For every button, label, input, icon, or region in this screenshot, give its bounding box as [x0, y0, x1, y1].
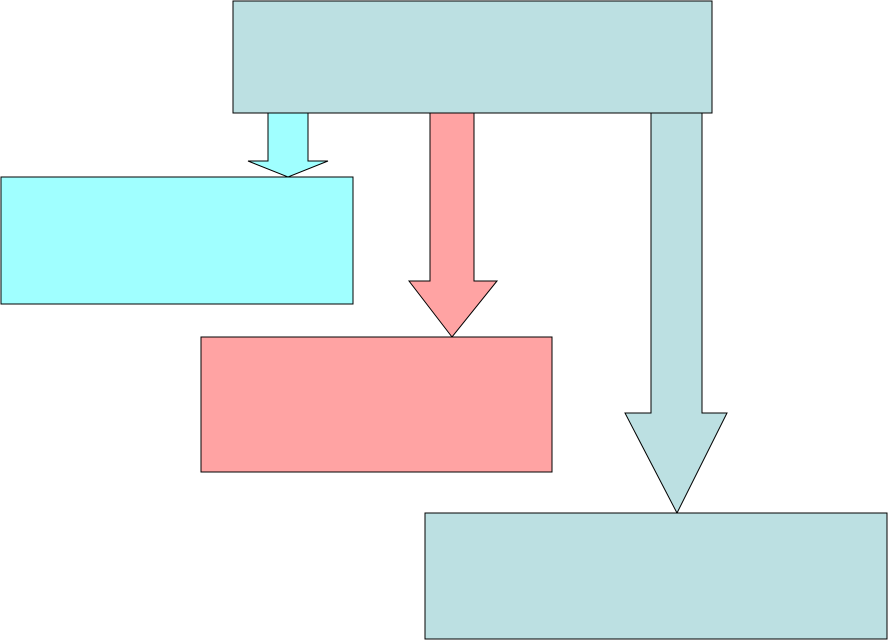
- arrow-to-pink: [407, 112, 499, 338]
- top-box-shape: [232, 0, 713, 114]
- bottom-right-box: [424, 512, 888, 640]
- bottom-right-box-shape: [424, 512, 888, 640]
- pink-box: [200, 336, 553, 473]
- cyan-box-shape: [0, 176, 354, 305]
- top-box: [232, 0, 713, 114]
- arrow-to-cyan: [247, 112, 329, 178]
- cyan-box: [0, 176, 354, 305]
- pink-box-shape: [200, 336, 553, 473]
- arrow-to-bottom-right: [624, 112, 728, 515]
